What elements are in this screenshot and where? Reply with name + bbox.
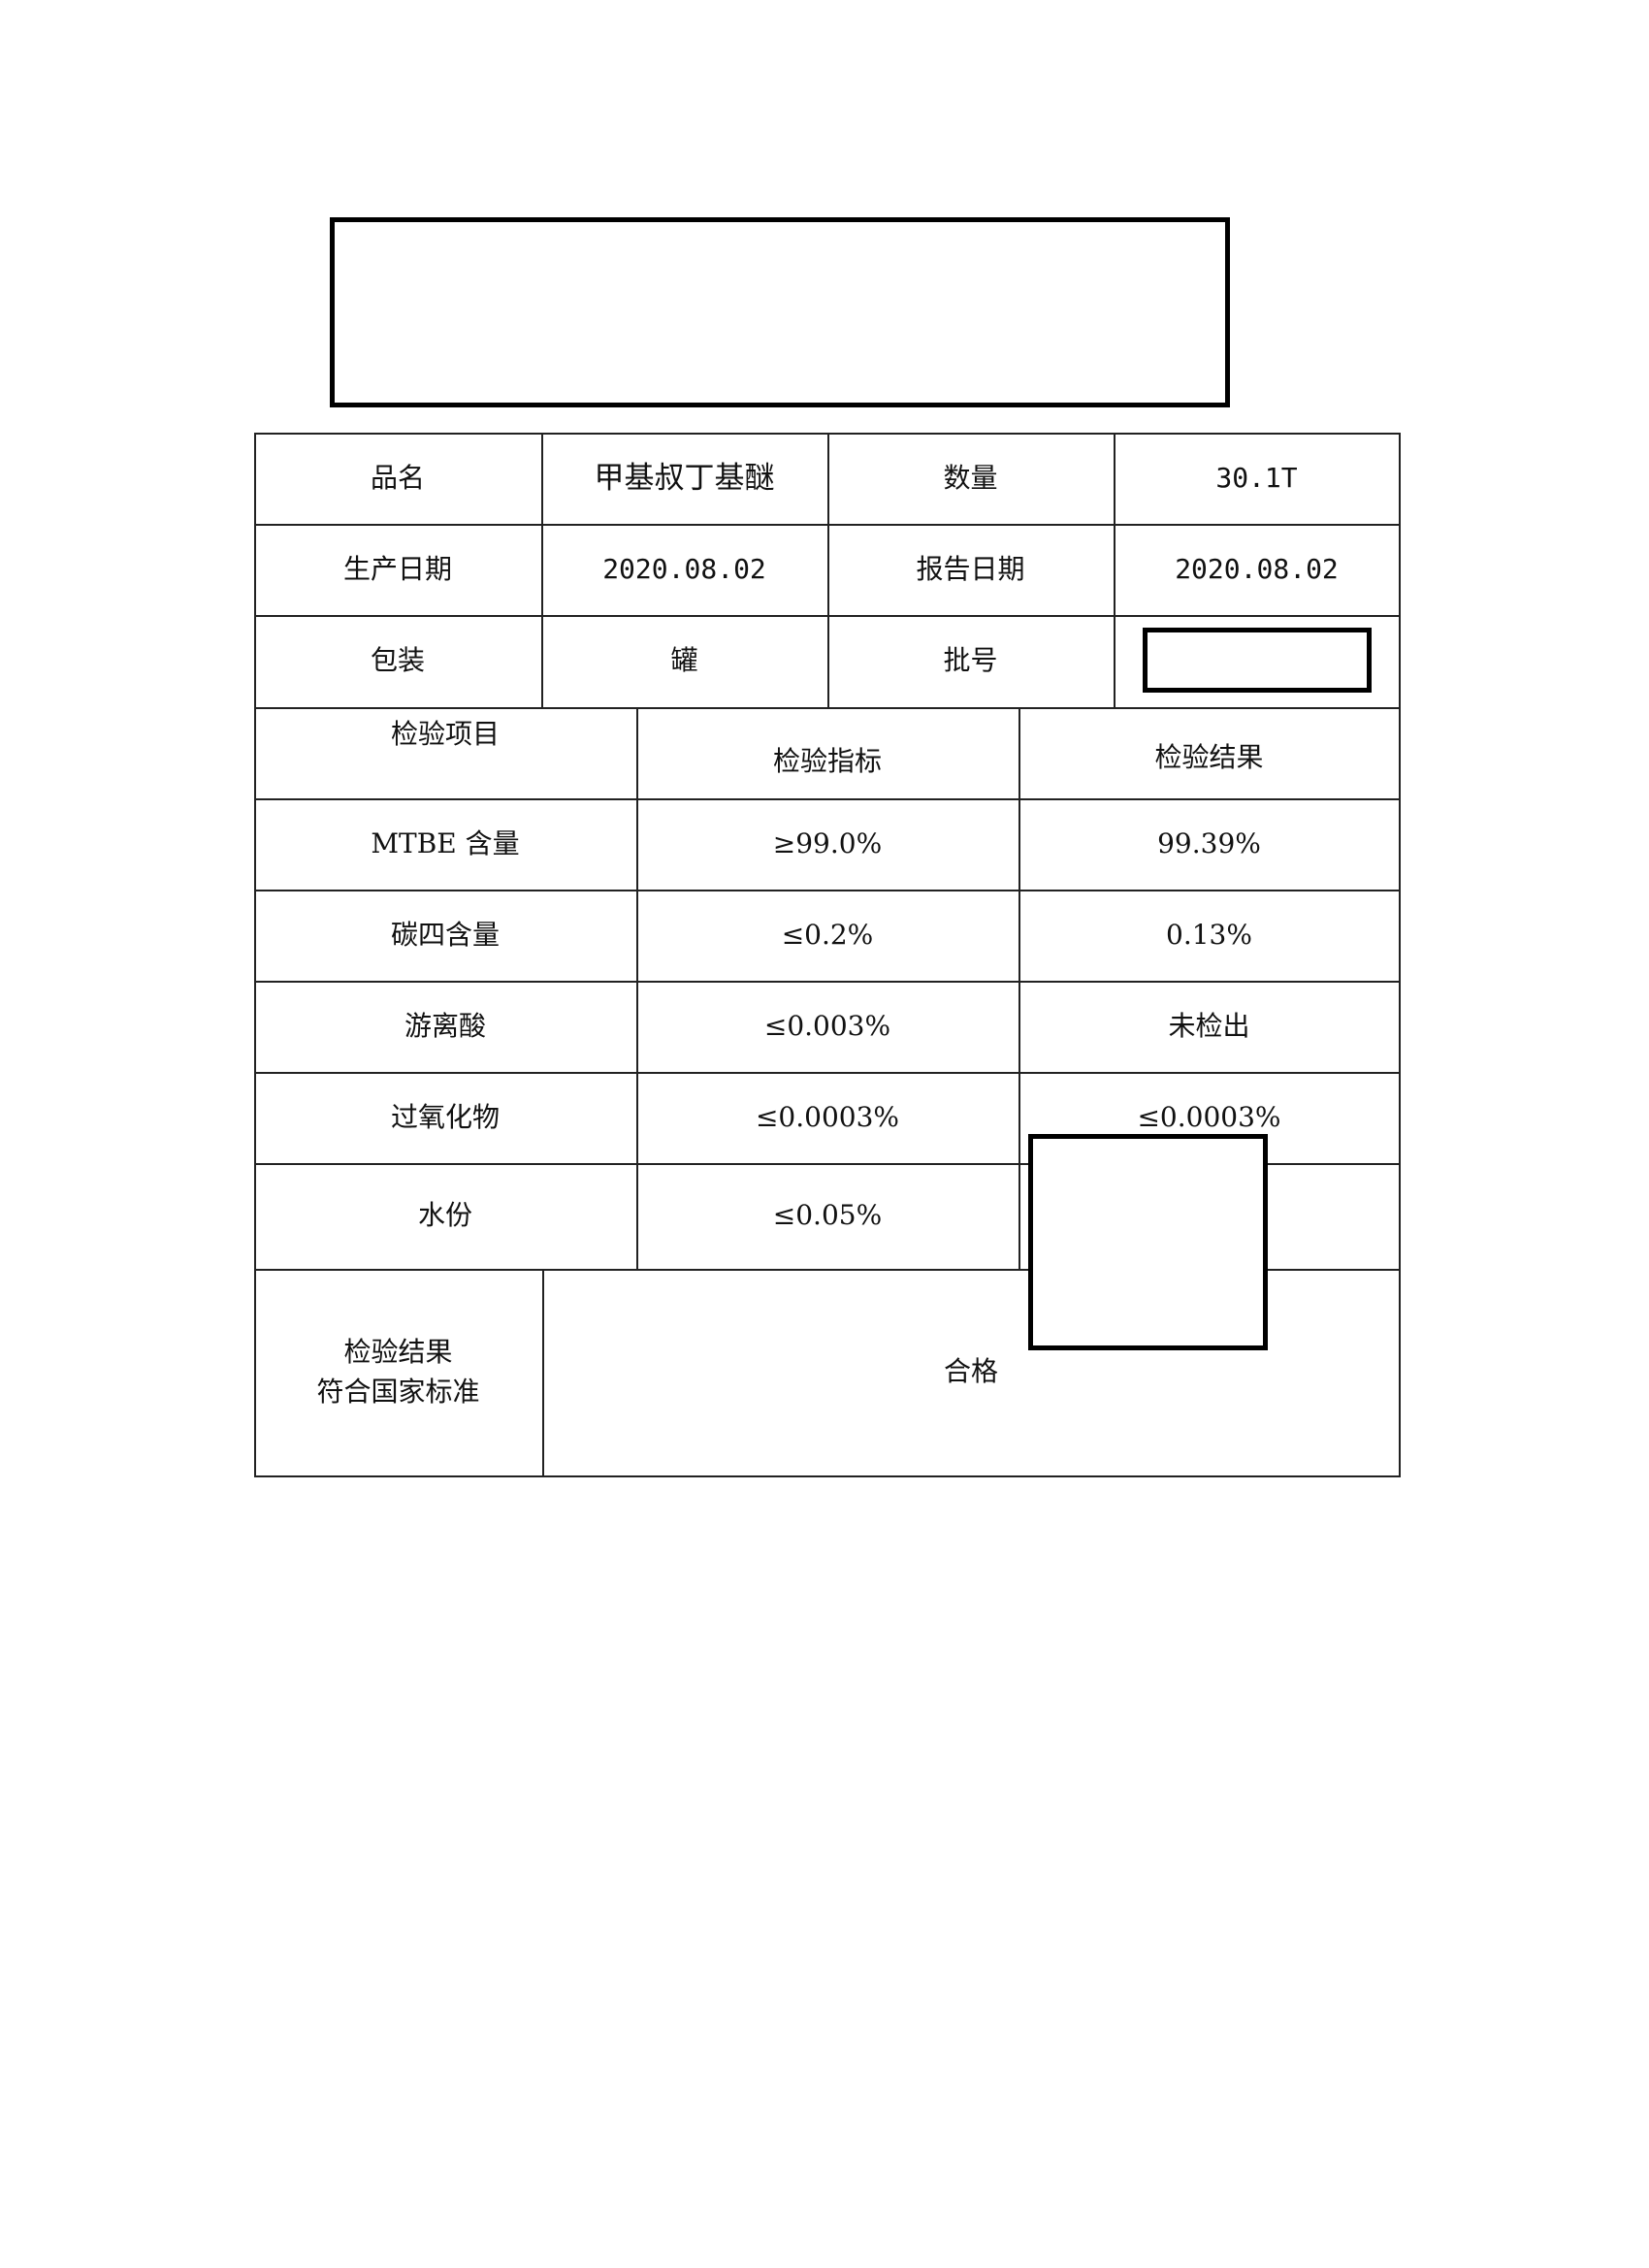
test-item: 游离酸: [404, 1009, 486, 1042]
packaging-label: 包装: [370, 644, 425, 677]
test-spec: ≤0.2%: [781, 918, 874, 951]
test-item: 碳四含量: [390, 918, 500, 951]
quantity-value: 30.1T: [1215, 461, 1298, 494]
product-name-value: 甲基叔丁基醚: [594, 460, 775, 496]
test-item: 过氧化物: [390, 1100, 500, 1133]
production-date-value: 2020.08.02: [602, 552, 766, 585]
production-date-label: 生产日期: [342, 552, 452, 585]
report-date-value: 2020.08.02: [1175, 552, 1339, 585]
test-result: 0.13%: [1166, 918, 1252, 951]
conclusion-label-line2: 符合国家标准: [316, 1375, 480, 1408]
redacted-stamp-box: [1028, 1134, 1268, 1350]
test-spec: ≥99.0%: [772, 826, 883, 859]
redacted-title-box: [330, 217, 1230, 407]
column-header-specification: 检验指标: [772, 744, 882, 777]
conclusion-label-line1: 检验结果: [343, 1335, 453, 1368]
test-spec: ≤0.0003%: [755, 1100, 900, 1133]
test-result: ≤0.0003%: [1137, 1100, 1281, 1133]
test-result: 未检出: [1168, 1009, 1250, 1042]
test-spec: ≤0.003%: [763, 1009, 891, 1042]
batch-number-label: 批号: [943, 644, 998, 677]
quantity-label: 数量: [943, 461, 998, 494]
redacted-batch-number: [1143, 628, 1372, 693]
test-item: MTBE 含量: [371, 826, 520, 859]
test-spec: ≤0.05%: [772, 1199, 883, 1232]
test-item: 水份: [417, 1199, 472, 1232]
conclusion-label: 检验结果 符合国家标准: [254, 1269, 542, 1475]
test-result: 99.39%: [1157, 826, 1261, 859]
conclusion-value: 合格: [943, 1355, 998, 1388]
column-header-test-item: 检验项目: [390, 718, 500, 750]
packaging-value: 罐: [670, 644, 698, 677]
report-date-label: 报告日期: [916, 552, 1025, 585]
product-name-label: 品名: [370, 461, 425, 494]
column-header-result: 检验结果: [1154, 740, 1264, 773]
